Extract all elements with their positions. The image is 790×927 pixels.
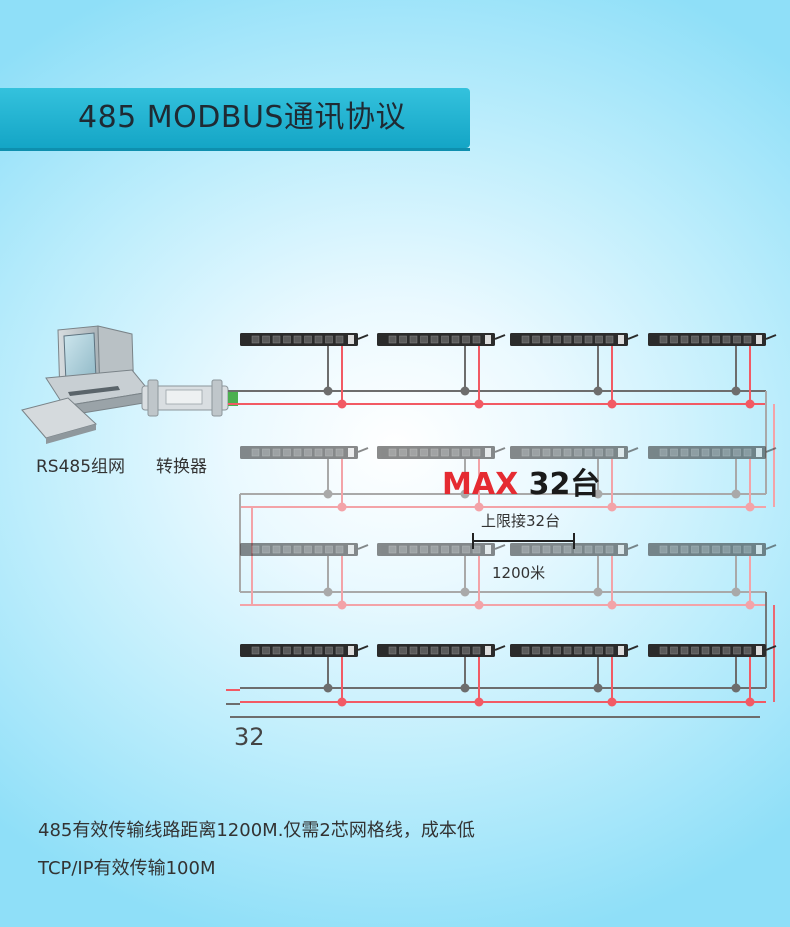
- bus-node: [607, 399, 617, 409]
- bus-node: [731, 683, 741, 693]
- pdu-strip: [240, 644, 369, 657]
- bus-node: [474, 502, 484, 512]
- bus-node: [323, 386, 333, 396]
- bus-node: [593, 683, 603, 693]
- bus-node: [474, 600, 484, 610]
- bus-node: [337, 600, 347, 610]
- pdu-strip: [510, 644, 639, 657]
- converter-label: 转换器: [156, 457, 207, 477]
- bus-node: [745, 697, 755, 707]
- footer-text-2: TCP/IP有效传输100M: [38, 858, 216, 879]
- bus-node: [337, 697, 347, 707]
- bus-node: [731, 386, 741, 396]
- pdu-strip: [240, 446, 369, 459]
- bus-node: [745, 502, 755, 512]
- title-banner-underline: [0, 148, 470, 151]
- max-value: 32台: [529, 467, 601, 502]
- pdu-strip: [377, 333, 506, 346]
- title-banner: [0, 88, 470, 148]
- pdu-strip: [648, 446, 777, 459]
- bus-node: [460, 587, 470, 597]
- bus-wires: [226, 346, 775, 718]
- converter-icon: [141, 379, 238, 417]
- bus-node: [731, 587, 741, 597]
- bus-node: [460, 489, 470, 499]
- bus-node: [460, 683, 470, 693]
- bus-node: [607, 697, 617, 707]
- pdu-strip: [377, 644, 506, 657]
- end-device-number: 32: [234, 723, 265, 751]
- pdu-strip: [377, 543, 506, 556]
- bus-node: [474, 697, 484, 707]
- max-devices-label: MAX 32台: [442, 467, 600, 502]
- bus-node: [593, 489, 603, 499]
- bus-node: [323, 683, 333, 693]
- bus-node: [474, 399, 484, 409]
- max-prefix: MAX: [442, 467, 529, 502]
- page-title: 485 MODBUS通讯协议: [78, 100, 406, 135]
- pdu-strip: [510, 333, 639, 346]
- pdu-strip: [240, 543, 369, 556]
- pdu-strip: [510, 543, 639, 556]
- pdu-strip: [648, 333, 777, 346]
- pdu-strip: [648, 644, 777, 657]
- limit-label: 上限接32台: [481, 512, 560, 530]
- pdu-strip: [648, 543, 777, 556]
- bus-node: [607, 502, 617, 512]
- bus-node: [745, 600, 755, 610]
- computer-icon: [21, 325, 151, 444]
- bus-node: [593, 587, 603, 597]
- bus-node: [607, 600, 617, 610]
- bus-node: [731, 489, 741, 499]
- distance-bar: [472, 533, 575, 549]
- bus-node: [593, 386, 603, 396]
- pdu-devices: [240, 333, 777, 657]
- bus-node: [337, 399, 347, 409]
- footer-text-1: 485有效传输线路距离1200M.仅需2芯网格线，成本低: [38, 820, 475, 841]
- pdu-strip: [510, 446, 639, 459]
- pdu-strip: [377, 446, 506, 459]
- bus-node: [745, 399, 755, 409]
- computer-label: RS485组网: [36, 457, 125, 477]
- bus-node: [323, 587, 333, 597]
- bus-node: [323, 489, 333, 499]
- distance-label: 1200米: [492, 564, 545, 582]
- bus-node: [337, 502, 347, 512]
- pdu-strip: [240, 333, 369, 346]
- bus-node: [460, 386, 470, 396]
